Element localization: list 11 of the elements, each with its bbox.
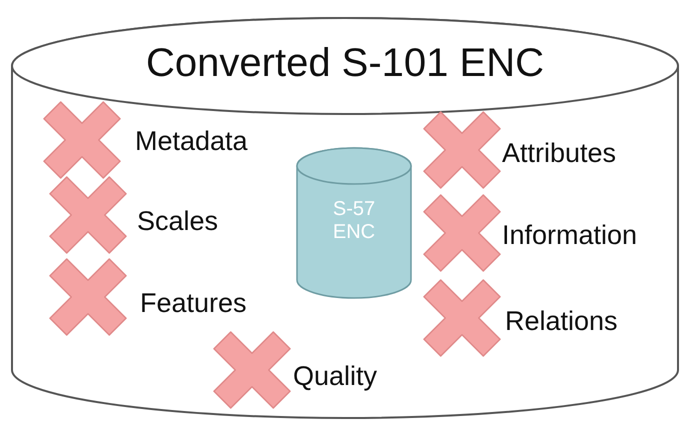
cylinder-title: Converted S-101 ENC <box>145 40 545 86</box>
cylinder-label: S-57 ENC <box>332 198 376 244</box>
item-label: Information <box>502 222 638 249</box>
item-label: Features <box>140 290 247 317</box>
item-label: Quality <box>293 363 378 390</box>
item-label: Metadata <box>135 128 248 155</box>
item-label: Attributes <box>502 140 616 167</box>
database-cylinder <box>12 18 678 418</box>
item-label: Scales <box>137 208 218 235</box>
item-label: Relations <box>505 308 618 335</box>
database-cylinder <box>297 148 411 298</box>
